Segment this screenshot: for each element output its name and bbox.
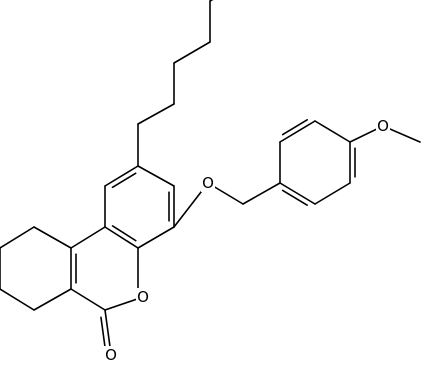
bond-hx3-hx4 xyxy=(173,41,211,64)
bond-a4-a5-inner xyxy=(111,225,137,242)
bond-cy4-c6a xyxy=(33,288,72,311)
bond-a6-a1-inner xyxy=(111,172,137,189)
bond-c10a-a5 xyxy=(70,226,106,249)
ether-oxygen-atom: O xyxy=(201,174,215,192)
atom-label-layer: O O O O xyxy=(104,117,390,364)
bond-b5-b6-inner xyxy=(281,119,308,136)
bond-b1-b2 xyxy=(279,182,316,205)
bond-b4-b5 xyxy=(314,120,351,143)
bond-cy3-cy4 xyxy=(0,288,35,311)
bond-b2-b3 xyxy=(314,182,351,205)
bond-a4-a5 xyxy=(104,226,139,249)
bond-hx5-hx6 xyxy=(209,0,214,2)
bond-ch2-b1 xyxy=(242,182,281,205)
bond-c6-c6a xyxy=(70,288,106,311)
bond-c10a-cy1 xyxy=(33,226,72,249)
bond-layer xyxy=(0,0,421,355)
bond-b5-b6 xyxy=(279,120,316,143)
carbonyl-oxygen-label: O xyxy=(105,346,117,364)
bond-a6-a1 xyxy=(104,165,139,187)
methoxy-oxygen-atom: O xyxy=(376,117,390,135)
ring-oxygen-label: O xyxy=(137,288,149,306)
methoxy-oxygen-label: O xyxy=(377,117,389,135)
bond-b1-b2-inner xyxy=(281,189,308,206)
bond-cy1-cy2 xyxy=(0,226,35,249)
bond-a3-a4 xyxy=(137,226,175,249)
ether-oxygen-label: O xyxy=(202,174,214,192)
bond-c6-carb_o-inner xyxy=(100,316,106,349)
ring-oxygen-atom: O xyxy=(136,288,150,306)
bond-hx1-hx2 xyxy=(137,103,175,125)
carbonyl-oxygen-atom: O xyxy=(104,346,118,364)
bond-a1-a2 xyxy=(137,165,175,187)
